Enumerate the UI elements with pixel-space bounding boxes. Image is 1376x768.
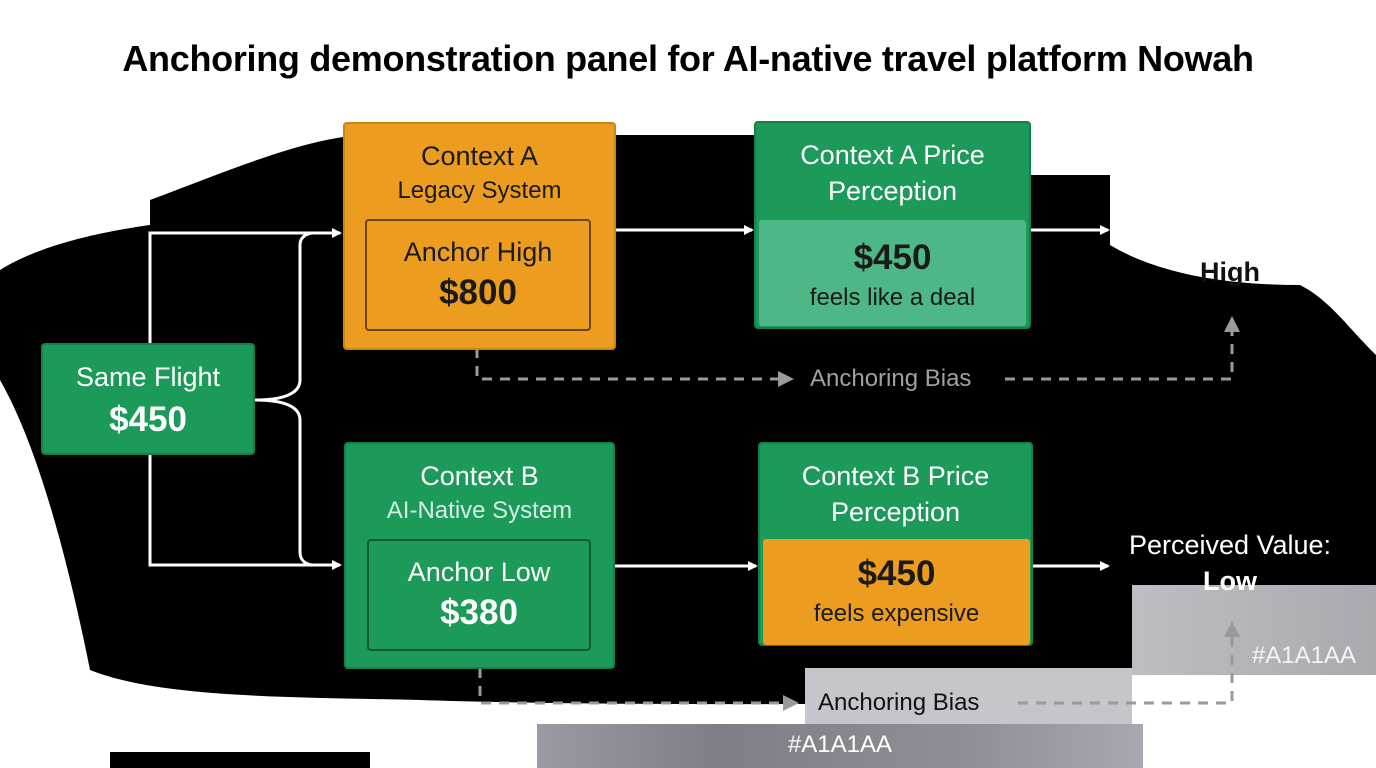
perception-a-subtitle: Perception xyxy=(827,176,958,206)
source-node: Same Flight $450 xyxy=(41,343,255,455)
perception-b-subtitle: Perception xyxy=(830,497,961,527)
perception-a-result-box: $450 feels like a deal xyxy=(759,220,1026,326)
context-b-anchor-box: Anchor Low $380 xyxy=(367,539,591,651)
perception-b-result-box: $450 feels expensive xyxy=(763,539,1030,645)
source-label: Same Flight xyxy=(75,362,221,392)
source-price: $450 xyxy=(109,400,187,439)
context-b-node: Context B AI-Native System Anchor Low $3… xyxy=(344,442,615,669)
outcome-b: Perceived Value: Low xyxy=(1110,530,1350,597)
context-a-subtitle: Legacy System xyxy=(397,177,562,204)
color-tag-bottom-band xyxy=(537,724,1143,768)
bias-a-label: Anchoring Bias xyxy=(810,365,972,392)
outcome-b-label: Perceived Value: xyxy=(1128,530,1332,560)
context-a-title: Context A xyxy=(420,141,539,171)
context-b-subtitle: AI-Native System xyxy=(386,497,573,524)
context-a-anchor-value: $800 xyxy=(439,273,517,312)
outcome-a-value: High xyxy=(1200,257,1260,287)
perception-a-note: feels like a deal xyxy=(809,284,976,311)
bias-b-label-patch xyxy=(805,668,1132,724)
page-title: Anchoring demonstration panel for AI-nat… xyxy=(122,38,1254,79)
anchoring-paths xyxy=(475,316,1240,711)
outcome-a: Perceived Value: High xyxy=(1110,221,1350,288)
perception-b-title: Context B Price xyxy=(801,461,990,491)
context-b-anchor-value: $380 xyxy=(440,593,518,632)
source-connectors xyxy=(148,228,342,570)
context-a-node: Context A Legacy System Anchor High $800 xyxy=(343,122,616,350)
context-b-anchor-label: Anchor Low xyxy=(407,557,551,587)
perception-a-title: Context A Price xyxy=(800,140,985,170)
color-tag-right-band xyxy=(1132,585,1376,675)
perception-a-node: Context A Price Perception $450 feels li… xyxy=(754,121,1031,329)
context-a-anchor-label: Anchor High xyxy=(403,237,553,267)
perception-b-node: Context B Price Perception $450 feels ex… xyxy=(758,442,1033,646)
perception-a-price: $450 xyxy=(853,238,932,277)
perception-b-note: feels expensive xyxy=(813,600,980,627)
background-strip-bottom xyxy=(110,752,370,768)
flow-arrows xyxy=(615,225,1110,571)
outcome-a-label: Perceived Value: xyxy=(1128,221,1332,251)
context-b-title: Context B xyxy=(420,461,539,491)
color-tag-right: #A1A1AA xyxy=(1251,642,1357,669)
bias-b-label: Anchoring Bias xyxy=(818,689,980,716)
outcome-b-value: Low xyxy=(1203,566,1257,596)
perception-b-price: $450 xyxy=(857,554,936,593)
context-a-anchor-box: Anchor High $800 xyxy=(365,219,591,331)
color-tag-bottom: #A1A1AA xyxy=(787,731,893,758)
